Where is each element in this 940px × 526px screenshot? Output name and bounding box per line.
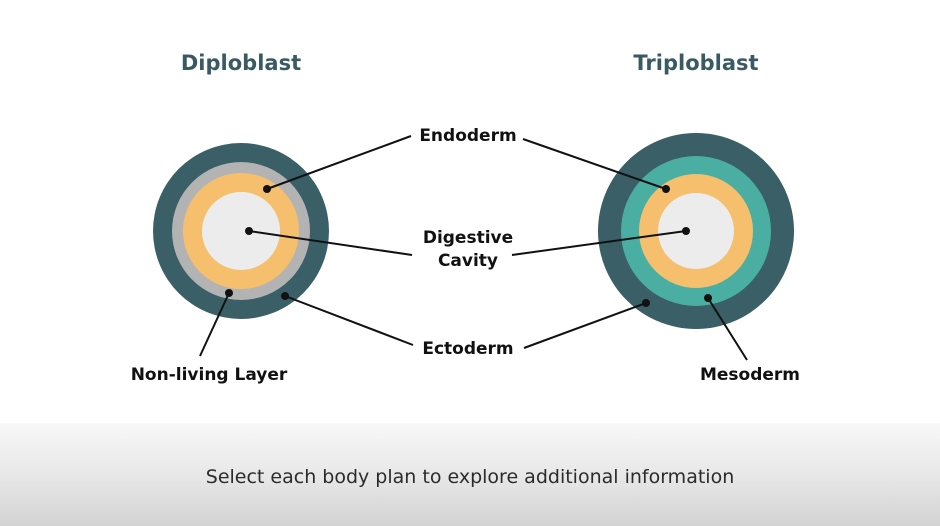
dot-cavity-left [245,227,253,235]
diploblast-body-plan[interactable] [153,143,329,319]
leader-cavity-right [511,230,687,256]
leader-endoderm-left [266,135,412,190]
label-mesoderm: Mesoderm [700,365,800,385]
diploblast-title: Diploblast [181,51,301,75]
label-ectoderm: Ectoderm [422,339,513,359]
label-non-living-layer: Non-living Layer [131,365,288,385]
leader-endoderm-right [522,138,667,190]
dot-mesoderm [704,294,712,302]
dot-ectoderm-right [642,299,650,307]
label-digestive-line1: Digestive [423,228,513,248]
dot-ectoderm-left [281,292,289,300]
instruction-text: Select each body plan to explore additio… [205,466,735,488]
triploblast-body-plan[interactable] [598,133,794,329]
diploblast-digestive-cavity [202,192,280,270]
dot-non-living [225,289,233,297]
label-digestive-line2: Cavity [438,251,498,271]
dot-endoderm-right [662,185,670,193]
leader-cavity-left [248,230,413,256]
triploblast-title: Triploblast [633,51,758,75]
label-endoderm: Endoderm [419,126,516,146]
leader-non-living [199,292,230,357]
leader-ectoderm-left [284,295,414,346]
dot-cavity-right [682,227,690,235]
triploblast-digestive-cavity [658,193,734,269]
leader-ectoderm-right [523,302,647,349]
leader-mesoderm [707,297,748,361]
dot-endoderm-left [263,185,271,193]
footer-bar [0,423,940,526]
